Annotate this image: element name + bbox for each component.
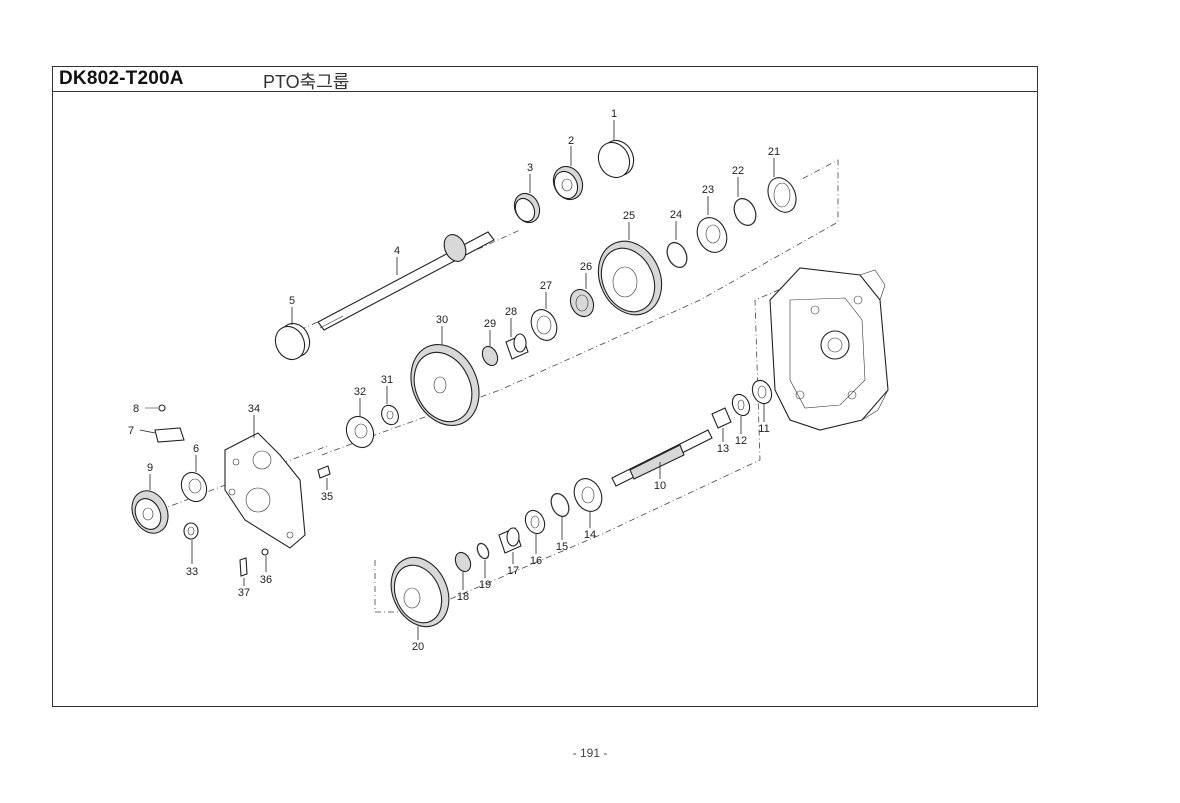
leader-lines	[139, 120, 775, 640]
part-33-nut	[183, 522, 199, 540]
part-3-gear	[513, 192, 541, 224]
part-11-seal	[751, 379, 773, 405]
part-37-bolt	[239, 557, 248, 577]
callout-5: 5	[289, 295, 295, 307]
callout-8: 8	[133, 403, 139, 415]
transmission-housing	[769, 267, 889, 431]
callout-30: 30	[436, 314, 448, 326]
callout-26: 26	[580, 261, 592, 273]
part-34-plate	[224, 432, 306, 549]
callout-6: 6	[193, 443, 199, 455]
part-9-gear	[131, 490, 169, 534]
diagram-frame: DK802-T200A PTO축그룹	[52, 66, 1038, 707]
part-12-bearing	[731, 393, 751, 417]
part-2-gear	[552, 165, 584, 201]
callout-17: 17	[507, 565, 519, 577]
model-code: DK802-T200A	[59, 68, 184, 89]
page-number: - 191 -	[572, 746, 608, 760]
part-25-gear	[597, 240, 663, 316]
callout-32: 32	[354, 386, 366, 398]
part-14-bearing	[573, 478, 603, 512]
part-18-bearing	[454, 551, 472, 573]
part-4-shaft	[317, 231, 495, 331]
callout-7: 7	[128, 425, 134, 437]
part-27-collar	[530, 309, 558, 341]
callout-12: 12	[735, 435, 747, 447]
part-21-seal	[767, 177, 797, 213]
callout-31: 31	[381, 374, 393, 386]
assembly-line-lower	[374, 284, 791, 613]
group-title: PTO축그룹	[263, 72, 350, 92]
callout-20: 20	[412, 641, 424, 653]
callout-13: 13	[717, 443, 729, 455]
part-20-gear	[390, 556, 450, 628]
part-24-ring	[666, 241, 688, 269]
callout-34: 34	[248, 403, 260, 415]
callout-11: 11	[758, 423, 769, 435]
part-7-key	[154, 427, 185, 443]
part-22-snap-ring	[733, 197, 757, 227]
part-8-bolt	[145, 404, 166, 412]
part-32-bearing	[345, 415, 375, 449]
callout-22: 22	[732, 165, 744, 177]
callout-4: 4	[394, 245, 400, 257]
part-5-bearing	[274, 322, 311, 361]
callout-labels: 1 2 3 4 5 6 7 8 9 10 11 12 13 14 15 16 1…	[128, 108, 780, 653]
part-19-ring	[476, 542, 490, 560]
assembly-line-upper	[321, 159, 839, 456]
part-13-collar	[711, 407, 732, 429]
callout-24: 24	[670, 209, 682, 221]
callout-1: 1	[611, 108, 617, 120]
part-26-bearing	[569, 288, 595, 318]
part-28-sleeve	[505, 333, 529, 360]
part-29-bearing	[481, 345, 499, 367]
callout-23: 23	[702, 184, 714, 196]
callout-21: 21	[768, 146, 780, 158]
callout-18: 18	[457, 591, 469, 603]
callout-27: 27	[540, 280, 552, 292]
callout-29: 29	[484, 318, 496, 330]
callout-37: 37	[238, 587, 250, 599]
part-23-bearing	[696, 217, 728, 253]
part-10-shaft	[611, 429, 713, 487]
callout-10: 10	[654, 480, 666, 492]
callout-19: 19	[479, 579, 491, 591]
title-bar: DK802-T200A PTO축그룹	[53, 67, 1037, 92]
part-1-bearing	[597, 139, 635, 179]
callout-25: 25	[623, 210, 635, 222]
part-35-pin	[317, 465, 331, 479]
part-36-washer	[261, 548, 269, 556]
callout-36: 36	[260, 574, 272, 586]
callout-15: 15	[556, 541, 568, 553]
callout-3: 3	[527, 162, 533, 174]
part-30-gear	[410, 344, 480, 426]
callout-9: 9	[147, 462, 153, 474]
callout-33: 33	[186, 566, 198, 578]
callout-14: 14	[584, 529, 596, 541]
callout-35: 35	[321, 491, 333, 503]
part-31-washer	[381, 404, 399, 426]
part-6-bearing	[180, 471, 208, 503]
part-15-snap-ring	[550, 492, 570, 518]
part-17-sleeve	[498, 527, 522, 554]
callout-2: 2	[568, 135, 574, 147]
part-16-collar	[524, 509, 546, 535]
callout-16: 16	[530, 555, 542, 567]
callout-28: 28	[505, 306, 517, 318]
